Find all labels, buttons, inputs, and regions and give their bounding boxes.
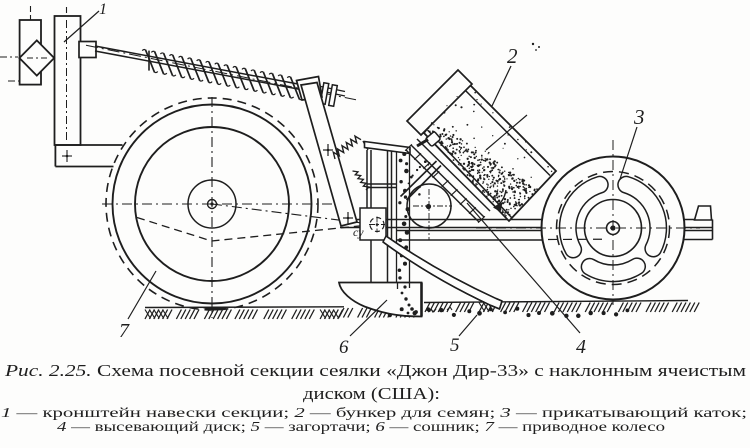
- svg-text:Рис. 2.25. Схема посевной секц: Рис. 2.25. Схема посевной секции сеялки …: [4, 361, 747, 380]
- svg-text:4: 4: [576, 336, 586, 358]
- svg-text:1 — кронштейн навески секции;: 1 — кронштейн навески секции; 2 — бункер…: [1, 405, 747, 420]
- svg-text:диском (США):: диском (США):: [303, 384, 440, 403]
- svg-text:7: 7: [119, 320, 130, 342]
- svg-text:6: 6: [339, 337, 349, 358]
- svg-text:4 — высевающий диск; 5 — загор: 4 — высевающий диск; 5 — загортачи; 6 — …: [57, 419, 666, 434]
- svg-text:3: 3: [633, 105, 645, 129]
- svg-text:2: 2: [507, 44, 518, 68]
- svg-text:1: 1: [99, 1, 107, 18]
- svg-text:су: су: [353, 225, 364, 239]
- svg-text:5: 5: [450, 335, 460, 356]
